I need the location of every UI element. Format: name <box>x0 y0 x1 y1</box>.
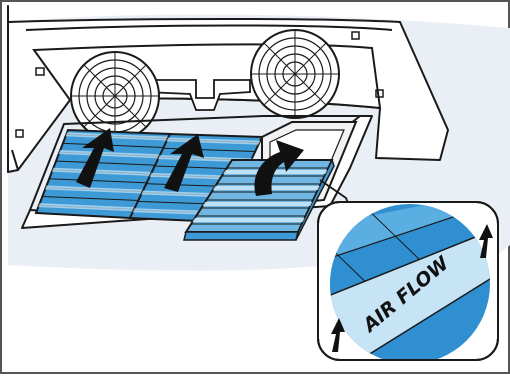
air-flow-arrow-icon <box>331 318 345 352</box>
air-flow-arrow-icon <box>164 134 204 192</box>
air-flow-arrow-icon <box>479 224 493 258</box>
fan-grille-icon <box>70 51 160 141</box>
filter-slide-in-arrow-icon <box>254 140 304 196</box>
air-flow-arrow-icon <box>76 128 114 188</box>
center-bracket <box>145 79 251 111</box>
air-flow-callout: AIR FLOW <box>317 201 499 361</box>
mounting-hole-icon <box>15 129 24 138</box>
fan-grille-icon <box>250 29 340 119</box>
mounting-hole-icon <box>35 67 45 76</box>
mounting-hole-icon <box>351 31 360 40</box>
grease-filter-inserting <box>183 140 335 241</box>
mounting-hole-icon <box>375 89 384 98</box>
